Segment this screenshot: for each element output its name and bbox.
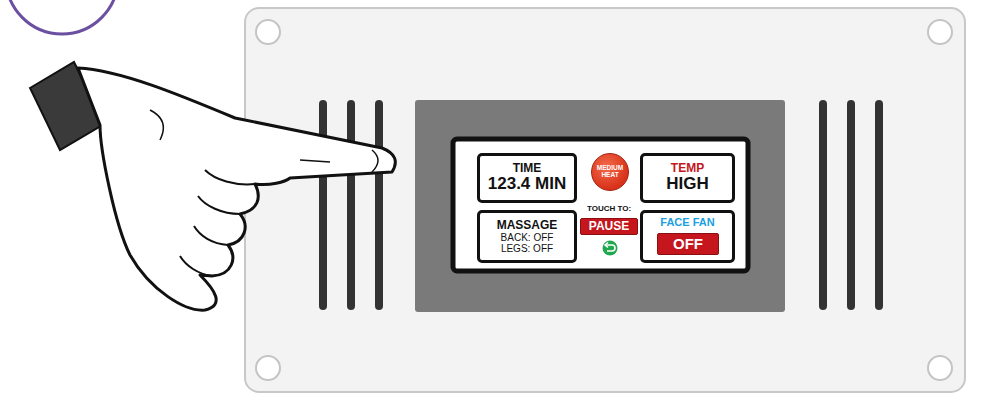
- fan-button: OFF: [657, 233, 719, 255]
- face-fan-box: FACE FAN OFF: [640, 210, 735, 263]
- display-text: PAUSE: [589, 220, 629, 233]
- display-text: 123.4 MIN: [488, 175, 566, 194]
- display-text: OFF: [673, 236, 703, 253]
- display-text: TIME: [513, 162, 542, 175]
- mount-holes: [256, 20, 952, 380]
- display: [453, 139, 748, 271]
- heat-indicator: MEDIUM HEAT: [591, 153, 629, 191]
- badge-circle: [6, 0, 118, 34]
- display-text: MEDIUM HEAT: [595, 165, 625, 179]
- pointing-hand: [30, 62, 395, 310]
- return-icon: [603, 241, 618, 256]
- display-text: TEMP: [671, 162, 704, 175]
- massage-box: MASSAGEBACK: OFFLEGS: OFF: [477, 210, 577, 263]
- display-text: LEGS: OFF: [501, 243, 553, 254]
- display-text: HIGH: [666, 175, 709, 194]
- pause-button: TOUCH TO:PAUSE: [580, 218, 638, 235]
- display-text: FACE FAN: [660, 216, 714, 228]
- time-box: TIME123.4 MIN: [477, 153, 577, 203]
- display-text: BACK: OFF: [501, 232, 554, 243]
- panel: [245, 8, 965, 392]
- display-text: MASSAGE: [497, 219, 558, 232]
- display-text: TOUCH TO:: [587, 205, 631, 214]
- screen-bezel: [415, 100, 785, 312]
- temp-box: TEMPHIGH: [640, 153, 735, 203]
